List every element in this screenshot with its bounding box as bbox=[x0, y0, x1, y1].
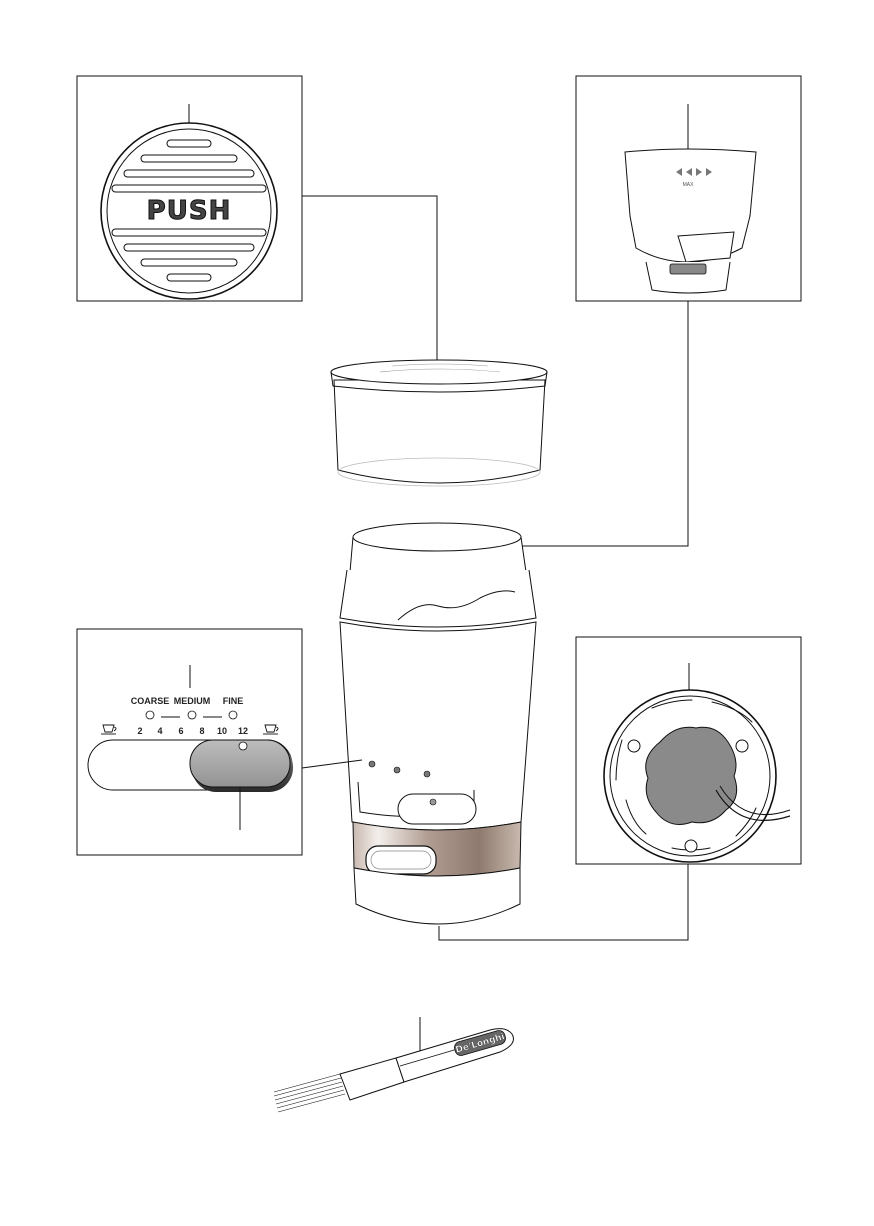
fine-indicator bbox=[229, 711, 237, 719]
coarse-indicator bbox=[146, 711, 154, 719]
body-slider-dot bbox=[430, 799, 436, 805]
bean-chamber bbox=[340, 523, 536, 627]
grind-slider-marker bbox=[239, 742, 247, 750]
cup-icon-left bbox=[101, 725, 116, 734]
brush-bristles bbox=[274, 1074, 345, 1112]
burr-detail-panel bbox=[576, 637, 801, 864]
cup-number-6: 6 bbox=[178, 726, 183, 736]
body-slider-knob bbox=[398, 794, 476, 824]
push-label: PUSH bbox=[147, 196, 232, 226]
cup-icon-right bbox=[263, 725, 278, 734]
grinder-base bbox=[354, 868, 520, 924]
brush-ferrule bbox=[340, 1058, 404, 1100]
chamber-opening bbox=[353, 523, 521, 551]
start-button[interactable] bbox=[366, 846, 436, 874]
cup-number-8: 8 bbox=[199, 726, 204, 736]
chamber-max-label: MAX bbox=[683, 182, 695, 188]
lid-connector-line bbox=[302, 196, 437, 366]
cup-number-10: 10 bbox=[217, 726, 227, 736]
lid-top-cap bbox=[331, 360, 547, 384]
coffee-grinder-appliance bbox=[331, 360, 547, 924]
chamber-blade bbox=[670, 264, 706, 274]
chamber-detail-panel: MAX bbox=[576, 76, 801, 301]
lid-detail-panel: PUSH bbox=[77, 76, 302, 301]
cup-number-12: 12 bbox=[238, 726, 248, 736]
cup-number-2: 2 bbox=[137, 726, 142, 736]
chamber-collar bbox=[340, 570, 536, 627]
coarse-label: COARSE bbox=[131, 696, 170, 706]
cup-number-4: 4 bbox=[157, 726, 162, 736]
grind-selector-panel: COARSE MEDIUM FINE 2 4 6 8 10 12 bbox=[77, 629, 302, 855]
chamber-window bbox=[678, 232, 734, 262]
fine-label: FINE bbox=[223, 696, 244, 706]
cleaning-brush: De'Longhi bbox=[274, 1017, 514, 1112]
lid-container bbox=[331, 360, 547, 486]
medium-indicator bbox=[188, 711, 196, 719]
medium-label: MEDIUM bbox=[174, 696, 211, 706]
lid-cup-body bbox=[334, 380, 545, 483]
